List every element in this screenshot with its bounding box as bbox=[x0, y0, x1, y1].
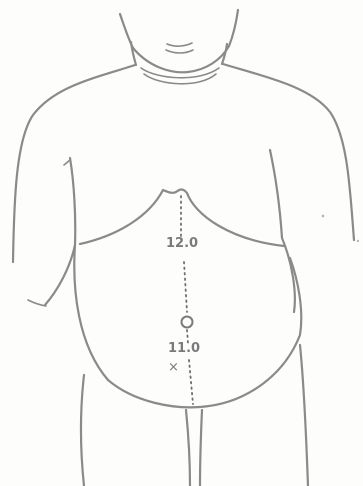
belly-outline bbox=[74, 245, 301, 407]
lower-measure-label: 11.0 bbox=[168, 341, 200, 356]
head-outline bbox=[120, 10, 238, 72]
paper-speck bbox=[322, 215, 325, 218]
navel-circle-marker bbox=[182, 317, 193, 328]
paper-speck bbox=[357, 240, 359, 242]
torso-outline bbox=[13, 64, 354, 312]
upper-measure-label: 12.0 bbox=[166, 236, 198, 251]
cross-marker: × bbox=[168, 360, 179, 375]
midline-dotted-line bbox=[181, 196, 193, 404]
legs-outline bbox=[81, 345, 308, 486]
